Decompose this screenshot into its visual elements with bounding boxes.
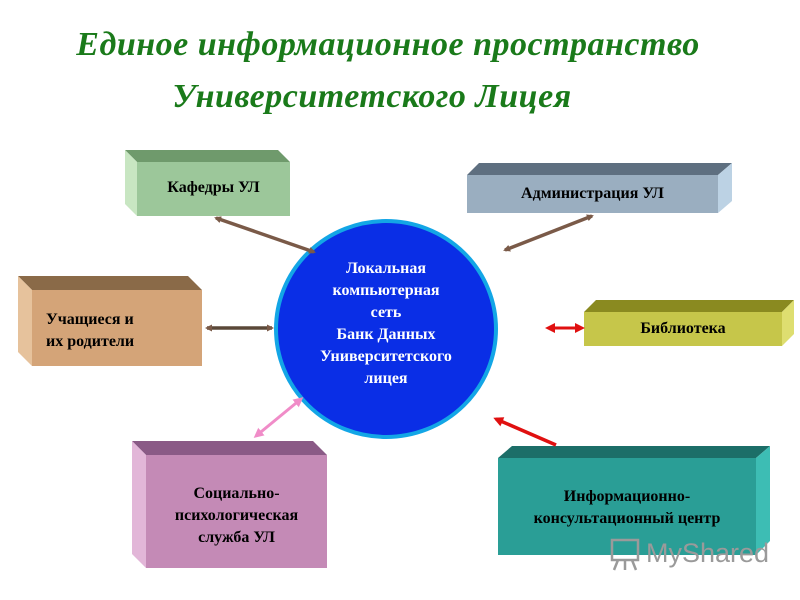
presentation-board-icon [610, 538, 640, 571]
arrow-infocenter-center [493, 417, 557, 447]
central-label-line-4: Банк Данных [336, 326, 436, 343]
node-students-label: Учащиеся и их родители [46, 309, 176, 353]
arrow-administration-center [503, 214, 594, 252]
node-library-label: Библиотека [640, 320, 726, 337]
node-psych-box [132, 441, 327, 568]
page-title-line-1: Единое информационное пространство [76, 26, 700, 63]
central-label-line-3: сеть [370, 304, 402, 321]
node-library-box [584, 300, 794, 346]
node-students-label-line-2: их родители [46, 333, 135, 350]
node-kafedry-label: Кафедры УЛ [167, 179, 260, 196]
node-infocenter-label: Информационно- консультационный центр [498, 486, 756, 530]
node-infocenter-label-line-2: консультационный центр [533, 510, 721, 527]
central-label-line-1: Локальная [346, 260, 426, 277]
central-label-line-2: компьютерная [332, 282, 440, 299]
page-title-line-2: Университетского Лицея [172, 78, 572, 115]
node-psych-label-line-3: служба УЛ [198, 529, 275, 546]
node-psych-label-line-2: психологическая [174, 507, 299, 524]
arrow-kafedry-center [214, 216, 316, 254]
central-database-label: Локальная компьютерная сеть Банк Данных … [296, 258, 476, 390]
central-label-line-5: Университетского [320, 348, 452, 365]
node-students-box [18, 276, 202, 366]
node-psych-label-line-1: Социально- [193, 485, 280, 502]
node-students-label-line-1: Учащиеся и [46, 311, 134, 328]
node-psych-label: Социально- психологическая служба УЛ [146, 483, 327, 549]
central-label-line-6: лицея [364, 370, 408, 387]
node-infocenter-label-line-1: Информационно- [563, 488, 691, 505]
node-kafedry-box [125, 150, 290, 216]
arrow-psych-center [253, 397, 304, 438]
central-database-ellipse [274, 219, 498, 439]
watermark-text: MyShared [646, 538, 770, 568]
node-administration-box [467, 163, 732, 213]
node-administration-label: Администрация УЛ [521, 185, 664, 202]
